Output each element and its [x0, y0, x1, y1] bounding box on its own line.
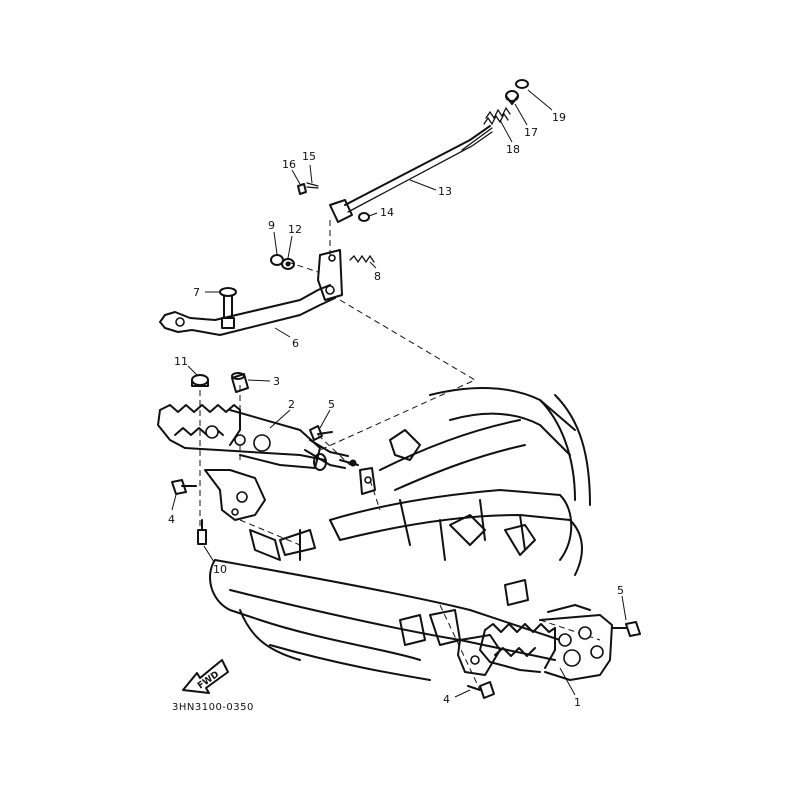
callout-8: 8: [374, 270, 381, 283]
frame: [209, 387, 591, 681]
callout-16: 16: [282, 158, 296, 171]
fasteners: [171, 374, 641, 699]
callout-3: 3: [273, 375, 280, 388]
callout-4-lower: 4: [443, 693, 450, 706]
right-footrest: [457, 604, 613, 681]
spring-18: [483, 106, 511, 126]
callout-4-left: 4: [168, 513, 175, 526]
brake-rod: [329, 125, 493, 223]
left-footrest: [157, 404, 376, 521]
callout-1: 1: [574, 696, 581, 709]
plunger-part: [219, 287, 237, 319]
callout-13: 13: [438, 185, 452, 198]
callout-11: 11: [174, 355, 188, 368]
small-parts: [270, 182, 375, 270]
callout-15: 15: [302, 150, 316, 163]
callout-9: 9: [268, 219, 275, 232]
diagram-code: 3HN3100-0350: [172, 702, 254, 713]
leader-lines: [171, 89, 627, 698]
callout-5-upper: 5: [328, 398, 335, 411]
callout-10: 10: [213, 563, 227, 576]
fwd-arrow: FWD: [182, 659, 229, 694]
callout-2: 2: [288, 398, 295, 411]
callout-6: 6: [292, 337, 299, 350]
pin-3: [231, 372, 249, 393]
brake-pedal: [159, 249, 343, 336]
callout-5-lower: 5: [617, 584, 624, 597]
nut-19: [505, 79, 529, 105]
callout-12: 12: [288, 223, 302, 236]
callout-17: 17: [524, 126, 538, 139]
callout-14: 14: [380, 206, 394, 219]
callout-7: 7: [193, 286, 200, 299]
callout-18: 18: [506, 143, 520, 156]
callout-19: 19: [552, 111, 566, 124]
callout-labels: 1 2 3 4 4 5 5 6 7 8 9 10 11 12 13 14 15 …: [168, 111, 624, 709]
